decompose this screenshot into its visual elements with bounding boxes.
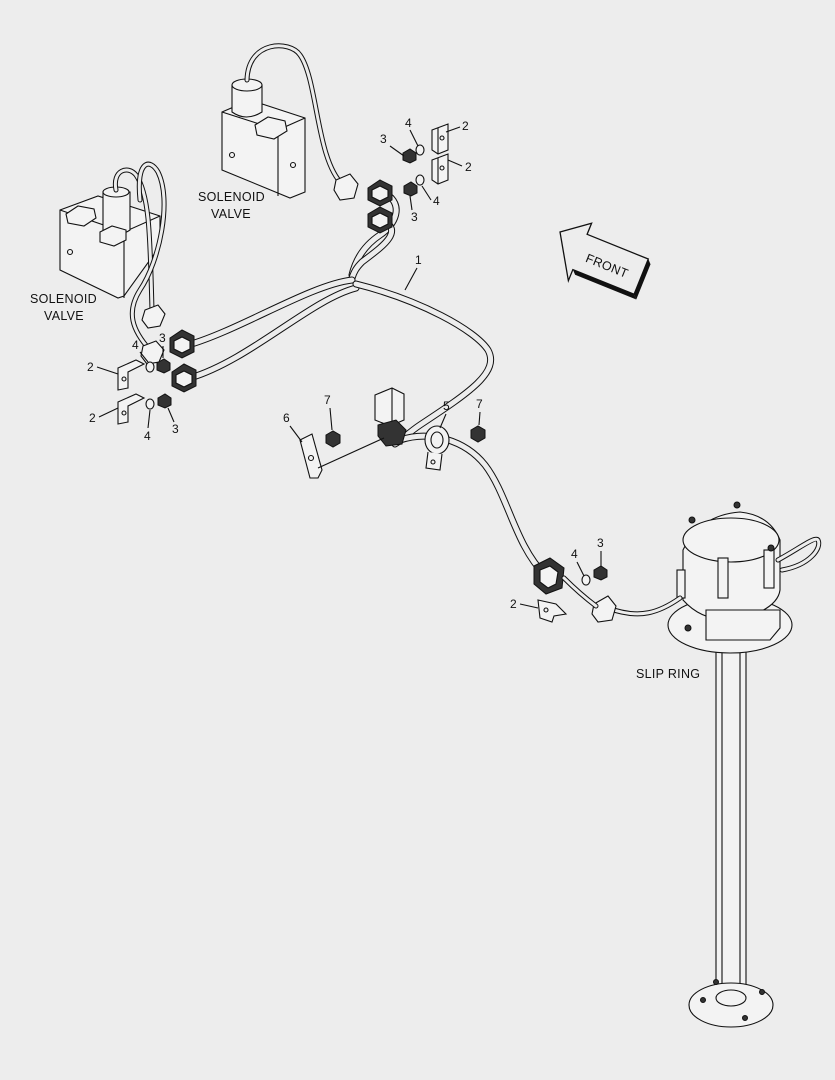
solenoid-valve-left-label-1: SOLENOID xyxy=(30,292,97,306)
callout-3-left-1: 3 xyxy=(159,331,166,345)
callout-3-slip-ring: 3 xyxy=(597,536,604,550)
washer-upper-1 xyxy=(415,144,425,156)
washer-left-2 xyxy=(145,398,155,410)
front-arrow: FRONT xyxy=(559,222,651,300)
callout-4-slip-ring: 4 xyxy=(571,547,578,561)
bolt-slip-ring xyxy=(593,565,608,581)
wiring-harness xyxy=(184,189,549,579)
connector-top-2 xyxy=(367,206,393,234)
harness-clamp xyxy=(424,425,450,471)
screw-clamp xyxy=(470,425,486,443)
screw-plate xyxy=(325,430,341,448)
washer-slip-ring xyxy=(581,574,591,586)
callout-5: 5 xyxy=(443,399,450,413)
solenoid-valve-left xyxy=(59,186,161,299)
cable-connector-slip-ring xyxy=(591,595,617,623)
connector-slip-ring xyxy=(533,557,565,595)
callout-7-clamp: 7 xyxy=(476,397,483,411)
callout-7-plate: 7 xyxy=(324,393,331,407)
connector-left-2 xyxy=(171,363,197,393)
callout-2-left-1: 2 xyxy=(87,360,94,374)
callout-4-left-1: 4 xyxy=(132,338,139,352)
hose-connector-left-1 xyxy=(141,304,166,329)
bracket-left-1 xyxy=(117,359,146,391)
callout-3-upper-1: 3 xyxy=(380,132,387,146)
callout-3-left-2: 3 xyxy=(172,422,179,436)
relay-unit xyxy=(374,387,407,447)
slip-ring-label: SLIP RING xyxy=(636,667,700,681)
washer-left-1 xyxy=(145,361,155,373)
bolt-left-2 xyxy=(157,393,172,409)
callout-2-upper-1: 2 xyxy=(462,119,469,133)
bolt-left-1 xyxy=(156,358,171,374)
callout-2-slip-ring: 2 xyxy=(510,597,517,611)
callout-6: 6 xyxy=(283,411,290,425)
bolt-upper-2 xyxy=(403,181,418,197)
bracket-slip-ring xyxy=(537,599,568,623)
slip-ring xyxy=(667,501,793,1028)
washer-upper-2 xyxy=(415,174,425,186)
callout-1: 1 xyxy=(415,253,422,267)
callout-3-upper-2: 3 xyxy=(411,210,418,224)
bracket-left-2 xyxy=(117,393,146,425)
solenoid-valve-upper-label-2: VALVE xyxy=(211,207,251,221)
solenoid-valve-upper xyxy=(221,78,306,199)
connector-top-1 xyxy=(367,179,393,207)
callout-2-upper-2: 2 xyxy=(465,160,472,174)
plate-leader xyxy=(317,437,385,469)
solenoid-valve-upper-label-1: SOLENOID xyxy=(198,190,265,204)
callout-4-upper-1: 4 xyxy=(405,116,412,130)
hose-connector-upper xyxy=(333,173,359,201)
mounting-plate xyxy=(299,433,323,479)
callout-4-left-2: 4 xyxy=(144,429,151,443)
bolt-upper-1 xyxy=(402,148,417,164)
callout-2-left-2: 2 xyxy=(89,411,96,425)
bracket-upper-2 xyxy=(431,153,449,185)
callout-4-upper-2: 4 xyxy=(433,194,440,208)
connector-left-1 xyxy=(169,329,195,359)
bracket-upper-1 xyxy=(431,123,449,155)
solenoid-valve-left-label-2: VALVE xyxy=(44,309,84,323)
